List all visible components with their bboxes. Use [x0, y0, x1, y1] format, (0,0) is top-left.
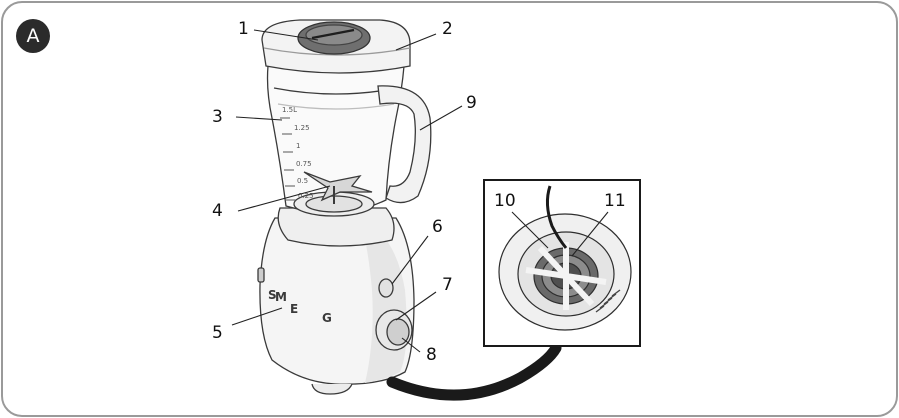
- scale-label: 1.5L: [282, 106, 297, 114]
- base-foot: [312, 384, 352, 394]
- scale-label: 0.5: [297, 177, 308, 185]
- scale-label: 1: [296, 142, 300, 150]
- scale-label: 1.25: [294, 124, 310, 132]
- callout-8: 8: [426, 346, 437, 364]
- callout-6: 6: [432, 218, 443, 236]
- scale-label: 0.75: [296, 160, 312, 168]
- brand-letter: M: [275, 290, 287, 304]
- brand-letter: G: [322, 311, 332, 325]
- brand-letter: E: [290, 302, 298, 316]
- side-switch: [258, 268, 264, 282]
- callout-11: 11: [604, 192, 626, 210]
- callout-4: 4: [212, 202, 223, 220]
- callout-7: 7: [442, 276, 453, 294]
- callout-5: 5: [212, 324, 223, 342]
- blender-illustration: [258, 20, 431, 394]
- callout-1: 1: [238, 20, 249, 38]
- figure-badge: A: [16, 19, 50, 53]
- scale-label: 0.25: [298, 192, 314, 200]
- connector-arrow: [392, 348, 556, 395]
- pulse-button: [379, 279, 393, 297]
- callout-2: 2: [442, 20, 453, 38]
- callout-9: 9: [466, 94, 477, 112]
- callout-3: 3: [212, 108, 223, 126]
- callout-10: 10: [494, 192, 516, 210]
